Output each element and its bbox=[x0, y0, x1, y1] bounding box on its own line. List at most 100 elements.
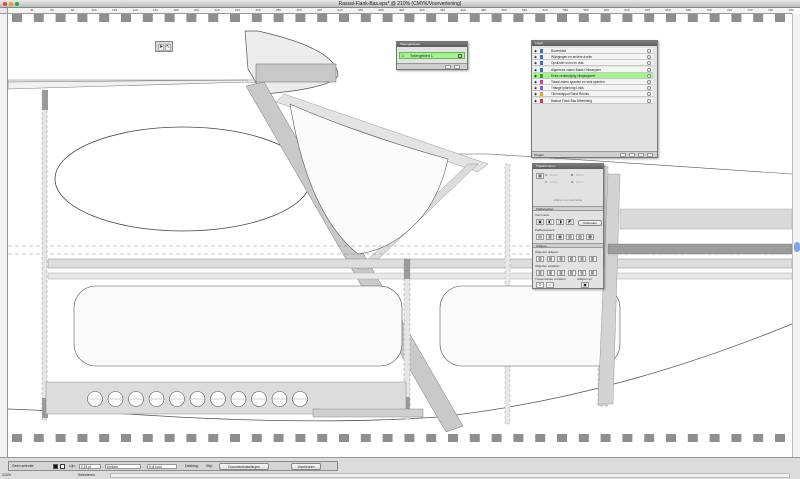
layer-target-icon[interactable] bbox=[647, 80, 651, 84]
minus-front-icon[interactable]: ◧ bbox=[546, 219, 554, 225]
artboards-panel-header[interactable]: Tekengebieden bbox=[397, 42, 467, 47]
distribute-vcenter-icon[interactable]: ▥ bbox=[546, 270, 555, 276]
vertical-scrollbar[interactable] bbox=[792, 14, 800, 457]
divide-icon[interactable]: ▤ bbox=[536, 234, 544, 240]
align-top-icon[interactable]: ▥ bbox=[567, 256, 576, 262]
expand-button[interactable]: Uitbreiden bbox=[578, 220, 602, 226]
artboard-canvas[interactable] bbox=[8, 14, 792, 457]
fill-swatch[interactable] bbox=[53, 464, 58, 469]
pathfinder-tab[interactable]: Padbewerker bbox=[533, 206, 603, 211]
locate-object-icon[interactable] bbox=[620, 153, 626, 157]
maximize-window-button[interactable] bbox=[15, 2, 19, 6]
bottom-dash bbox=[644, 434, 655, 442]
layer-row[interactable]: ◉Totaal zaken spanten en stuk spanten bbox=[533, 79, 653, 85]
new-layer-icon[interactable] bbox=[638, 153, 644, 157]
align-left-icon[interactable]: ▥ bbox=[536, 256, 544, 262]
minimize-window-button[interactable] bbox=[9, 2, 13, 6]
visibility-eye-icon[interactable]: ◉ bbox=[534, 61, 538, 66]
artboard-options-icon[interactable] bbox=[458, 54, 462, 58]
artboard-row[interactable]: 1 Tekengebied 1 bbox=[399, 52, 465, 59]
distribute-hcenter-icon[interactable]: ▥ bbox=[578, 270, 586, 276]
direct-selection-tool-icon[interactable]: ↖ bbox=[165, 44, 171, 51]
layer-row[interactable]: ◉Opvlinder vorm en vlak bbox=[533, 60, 653, 67]
layer-target-icon[interactable] bbox=[647, 86, 651, 91]
vertical-ruler[interactable] bbox=[0, 14, 8, 457]
variable-width-profile-select[interactable]: Uniform bbox=[105, 464, 141, 469]
merge-icon[interactable]: ▦ bbox=[556, 234, 564, 240]
align-hcenter-icon[interactable]: ▥ bbox=[546, 256, 555, 262]
layer-row[interactable]: ◉Algemene zaken Basis Ontwerpder bbox=[533, 66, 653, 73]
layer-row[interactable]: ◉Bovenblad bbox=[533, 48, 653, 54]
h-field[interactable]: 0 mm bbox=[576, 180, 584, 184]
visibility-eye-icon[interactable]: ◉ bbox=[534, 80, 538, 84]
y-field[interactable]: 0 mm bbox=[550, 180, 558, 184]
layer-target-icon[interactable] bbox=[647, 98, 651, 103]
align-bottom-icon[interactable]: ▥ bbox=[588, 256, 597, 262]
distribute-bottom-icon[interactable]: ▥ bbox=[557, 270, 565, 276]
unite-icon[interactable]: ▣ bbox=[536, 219, 544, 225]
visibility-eye-icon[interactable]: ◉ bbox=[534, 92, 538, 97]
selection-tool-icon[interactable]: ➤ bbox=[158, 44, 164, 51]
layer-row[interactable]: ◉Extra versteviging vliegtuigwert bbox=[533, 72, 653, 79]
layer-target-icon[interactable] bbox=[647, 73, 651, 78]
bottom-dash bbox=[55, 434, 66, 442]
brush-definition-select[interactable]: 5 pt rond bbox=[147, 464, 177, 469]
visibility-eye-icon[interactable]: ◉ bbox=[534, 73, 538, 78]
new-artboard-icon[interactable] bbox=[445, 65, 451, 69]
layer-row[interactable]: ◉Triangel planning Links bbox=[533, 85, 653, 92]
layers-panel[interactable]: Lagen ◉Bovenblad◉Wijzigingen en andere d… bbox=[531, 40, 658, 158]
delete-artboard-icon[interactable] bbox=[454, 65, 460, 69]
artboards-panel[interactable]: Tekengebieden 1 Tekengebied 1 bbox=[396, 41, 468, 70]
zoom-level[interactable]: 210% bbox=[2, 473, 11, 477]
b-field[interactable]: 0 mm bbox=[576, 173, 584, 177]
floating-tool-palette[interactable]: ➤ ↖ bbox=[155, 41, 173, 52]
layers-count: 8 lagen bbox=[534, 153, 544, 157]
crop-icon[interactable]: ▧ bbox=[566, 234, 574, 240]
delete-layer-icon[interactable] bbox=[647, 153, 653, 157]
layer-target-icon[interactable] bbox=[647, 92, 651, 97]
align-vcenter-icon[interactable]: ▥ bbox=[578, 256, 586, 262]
layer-row[interactable]: ◉Basisvl Flank Bas Afbeelding bbox=[533, 97, 653, 104]
distribute-top-icon[interactable]: ▥ bbox=[536, 270, 544, 276]
visibility-eye-icon[interactable]: ◉ bbox=[534, 55, 538, 60]
visibility-eye-icon[interactable]: ◉ bbox=[534, 98, 538, 103]
document-settings-button[interactable]: Documentinstellingen bbox=[219, 463, 269, 470]
vertical-spacing-icon[interactable]: ⇕ bbox=[536, 282, 544, 288]
visibility-eye-icon[interactable]: ◉ bbox=[534, 86, 538, 91]
distribute-right-icon[interactable]: ▥ bbox=[588, 270, 597, 276]
x-field[interactable]: 0 mm bbox=[550, 173, 558, 177]
minus-back-icon[interactable]: ▩ bbox=[586, 234, 594, 240]
layer-row[interactable]: ◉Wijzigingen en andere doekn bbox=[533, 54, 653, 61]
visibility-eye-icon[interactable]: ◉ bbox=[534, 67, 538, 72]
ruler-origin[interactable] bbox=[0, 8, 8, 14]
horizontal-spacing-icon[interactable]: ⇔ bbox=[546, 282, 554, 288]
layer-target-icon[interactable] bbox=[647, 67, 651, 72]
intersect-icon[interactable]: ◨ bbox=[556, 219, 564, 225]
outline-icon[interactable]: ▨ bbox=[576, 234, 584, 240]
close-window-button[interactable] bbox=[3, 2, 7, 6]
align-tab[interactable]: Uitlijnen bbox=[533, 243, 603, 248]
transform-panel[interactable]: Transformeren X: 0 mm B: 0 mm Y: 0 mm H:… bbox=[532, 163, 604, 289]
layer-target-icon[interactable] bbox=[647, 55, 651, 60]
stroke-weight-field[interactable]: 0,25 pt bbox=[79, 464, 101, 469]
reference-point-icon[interactable]: ▦ bbox=[536, 173, 544, 179]
pixel-grid-option[interactable]: Uitlijnen op pixelraster bbox=[553, 198, 583, 202]
distribute-left-icon[interactable]: ▥ bbox=[567, 270, 576, 276]
layer-target-icon[interactable] bbox=[647, 61, 651, 66]
stroke-swatch[interactable] bbox=[60, 464, 65, 469]
transform-panel-header[interactable]: Transformeren bbox=[533, 164, 603, 169]
align-to-selection-icon[interactable]: ▣ bbox=[581, 282, 589, 288]
align-right-icon[interactable]: ▥ bbox=[557, 256, 565, 262]
layer-target-icon[interactable] bbox=[647, 49, 651, 53]
vertical-scroll-thumb[interactable] bbox=[794, 242, 800, 252]
preferences-button[interactable]: Voorkeuren bbox=[291, 463, 321, 470]
visibility-eye-icon[interactable]: ◉ bbox=[534, 49, 538, 53]
horizontal-scrollbar[interactable] bbox=[110, 473, 790, 478]
make-clipping-mask-icon[interactable] bbox=[629, 153, 635, 157]
exclude-icon[interactable]: ◩ bbox=[566, 219, 574, 225]
layer-row[interactable]: ◉Timmerapput Rand Rechts bbox=[533, 91, 653, 98]
trim-icon[interactable]: ▥ bbox=[546, 234, 554, 240]
opacity-link[interactable]: Dekking: bbox=[185, 464, 199, 468]
layers-panel-header[interactable]: Lagen bbox=[532, 41, 657, 46]
